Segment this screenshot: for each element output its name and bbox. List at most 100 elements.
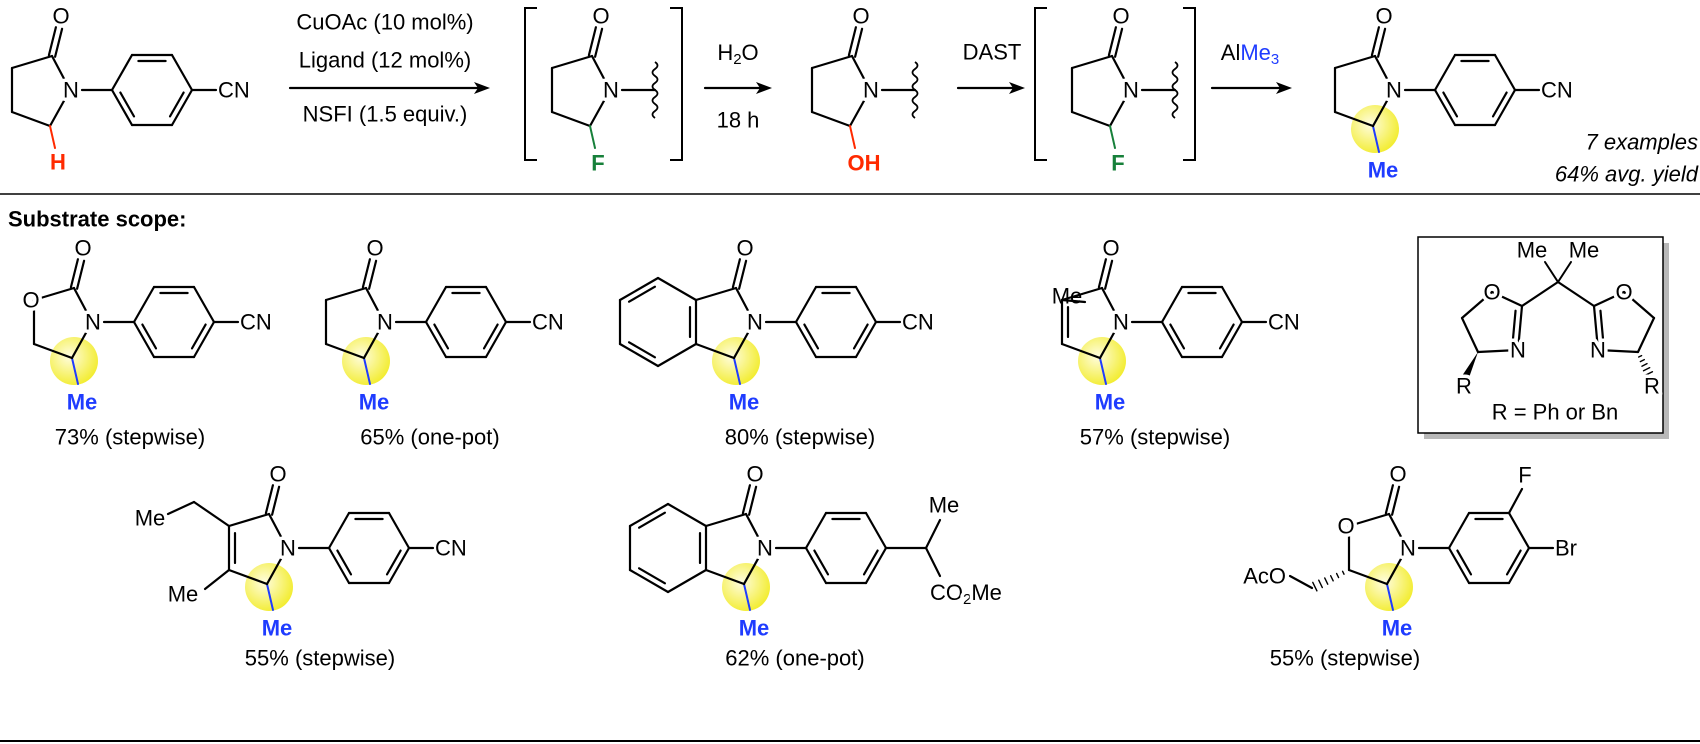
methyl-bond [1372, 125, 1380, 153]
carbonyl-bond [264, 484, 274, 515]
average-yield: 64% avg. yield [1555, 162, 1699, 187]
benzene-bond [132, 320, 156, 359]
arrow-head [1276, 82, 1292, 94]
benzene-bond [132, 285, 156, 324]
methyl-bond [743, 583, 751, 611]
bond [1070, 54, 1114, 70]
subscript: 2 [733, 51, 741, 68]
methyl-ester-label: CO2Me [930, 580, 1002, 608]
wavy-bond-truncation [1171, 61, 1179, 119]
methyl-bond [1099, 357, 1107, 385]
highlight-layer [50, 105, 1669, 611]
bond [1476, 348, 1520, 354]
carbonyl-bond [594, 27, 604, 58]
bond [1110, 54, 1132, 92]
hashed-bond [1341, 570, 1345, 575]
bond [1387, 512, 1409, 550]
yield-label: 62% (one-pot) [725, 646, 864, 671]
ethyl-methyl-label: Me [135, 506, 166, 531]
methyl-label: Me [1095, 390, 1126, 415]
nitrile-label: CN [1268, 310, 1300, 335]
hashed-bond [1644, 371, 1654, 377]
hydroxyl-label: OH [848, 151, 881, 176]
ethyl-bond [192, 500, 231, 528]
methyl-label: Me [1382, 616, 1413, 641]
double-bond-line [336, 549, 353, 576]
ligand-box [1417, 236, 1664, 434]
fused-benzene-bond [618, 342, 660, 368]
bond [227, 512, 271, 528]
benzene-bond [327, 546, 351, 585]
imine-double-bond [1511, 309, 1517, 340]
double-bond-line [1491, 91, 1508, 118]
methyl-label: Me [729, 390, 760, 415]
bond [1333, 110, 1375, 128]
yield-label: 55% (stepwise) [245, 646, 395, 671]
bond [1636, 316, 1656, 354]
methyl-substituent-label: Me [1052, 284, 1083, 309]
bond [1556, 280, 1596, 308]
formula-part: Me [1240, 40, 1271, 65]
carbonyl-bond [847, 26, 857, 57]
nitrogen-label: N [863, 78, 879, 103]
carbonyl-bond [69, 258, 79, 289]
bond [590, 54, 612, 92]
double-bond-line [1505, 549, 1522, 576]
yield-label: 57% (stepwise) [1080, 425, 1230, 450]
hashed-bond [1329, 575, 1334, 582]
carbonyl-bond [854, 27, 864, 58]
methyl-bond [1060, 298, 1087, 304]
bond [704, 512, 748, 528]
wavy-bond-truncation [911, 61, 919, 119]
benzene-bond [192, 285, 216, 324]
double-bond-line [1456, 549, 1473, 576]
carbonyl-bond [1104, 259, 1114, 290]
double-bond-line [482, 323, 499, 350]
double-bond-line [627, 285, 657, 303]
carbonyl-bond [368, 259, 378, 290]
benzene-bond [1493, 53, 1517, 92]
bond [732, 320, 756, 360]
bond [734, 286, 756, 324]
hashed-bond [1641, 362, 1648, 367]
methyl-bond [71, 357, 79, 385]
highlight-circle [1351, 105, 1399, 153]
double-bond-line [862, 549, 879, 576]
bond [227, 568, 269, 586]
highlight-circle [1365, 563, 1413, 611]
benzene-bond [387, 546, 411, 585]
carbonyl-bond [271, 485, 281, 516]
bond [72, 286, 94, 324]
benzene-bond [1447, 546, 1471, 585]
bond [324, 342, 366, 360]
left-bracket [1034, 7, 1047, 161]
highlight-circle [342, 337, 390, 385]
nitrogen-label: N [280, 536, 296, 561]
bond [694, 342, 736, 360]
bond-layer [0, 7, 1700, 742]
benzene-bond [327, 511, 351, 550]
highlight-circle [712, 337, 760, 385]
bond [1347, 512, 1391, 528]
double-bond-line [1218, 323, 1235, 350]
carbonyl-bond [47, 26, 57, 57]
bond [1371, 88, 1395, 128]
carbonyl-bond [738, 259, 748, 290]
benzene-bond [794, 285, 818, 324]
ligand-methyl-label: Me [1569, 238, 1600, 263]
bond [1060, 342, 1102, 360]
carbonyl-oxygen-label: O [592, 4, 609, 29]
methyl-bond [203, 568, 231, 591]
hashed-bond [1312, 581, 1318, 592]
right-bracket [1183, 7, 1196, 161]
bond [694, 286, 738, 302]
bond [1100, 286, 1122, 324]
bond [1347, 568, 1389, 586]
methyl-substituent-label: Me [168, 582, 199, 607]
bond [550, 110, 592, 128]
fused-benzene-bond [666, 568, 708, 594]
nitrogen-label: N [377, 310, 393, 335]
ethyl-bond [166, 500, 196, 516]
nitrogen-label: N [757, 536, 773, 561]
fluorine-label: F [1111, 151, 1124, 176]
